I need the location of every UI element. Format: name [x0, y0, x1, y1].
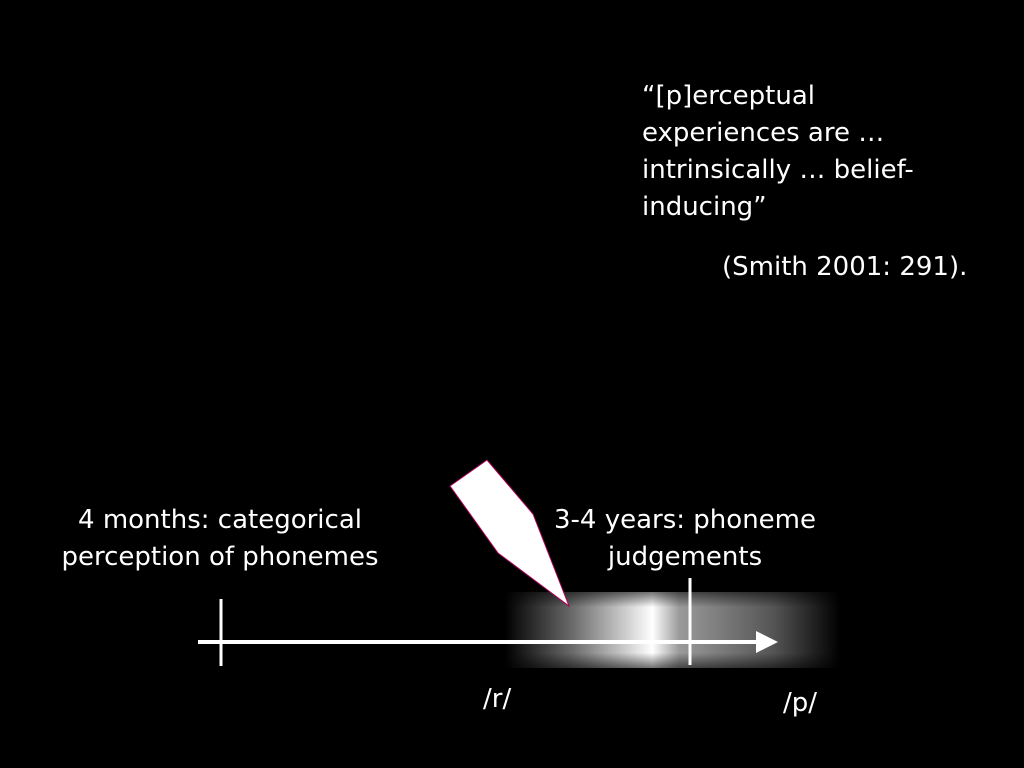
milestone-line: 3-4 years: phoneme: [554, 505, 816, 535]
milestone-line: judgements: [607, 542, 763, 572]
quote-line: “[p]erceptual: [642, 81, 815, 111]
milestone-line: perception of phonemes: [61, 542, 379, 572]
continuum-end-label: /p/: [783, 688, 818, 718]
milestone-3-4-years: 3-4 years: phoneme judgements: [548, 502, 822, 576]
arrow-head: [756, 631, 778, 653]
quote-line: intrinsically … belief-: [642, 155, 914, 185]
pointer-shape: [449, 459, 571, 608]
milestone-4-months: 4 months: categorical perception of phon…: [40, 502, 400, 576]
continuum-gradient-band: [505, 592, 840, 668]
quote-line: experiences are …: [642, 118, 885, 148]
continuum-start-label: /r/: [483, 684, 512, 714]
quote-citation: (Smith 2001: 291).: [722, 252, 968, 282]
quote-block: “[p]erceptual experiences are … intrinsi…: [642, 78, 972, 226]
quote-line: inducing”: [642, 192, 767, 222]
milestone-line: 4 months: categorical: [78, 505, 362, 535]
